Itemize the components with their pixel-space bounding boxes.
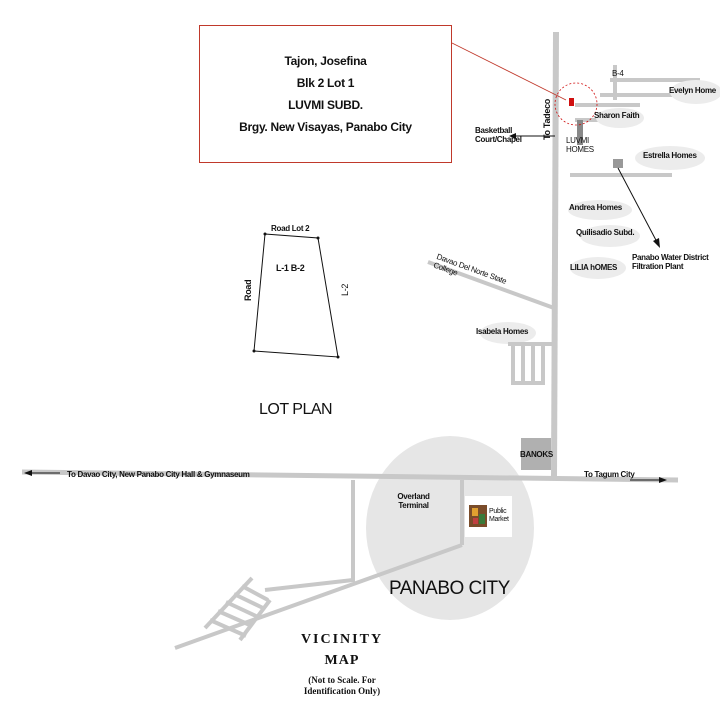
owner-block-lot: Blk 2 Lot 1 (296, 76, 355, 90)
label-isabela-homes: Isabela Homes (476, 327, 529, 336)
ladder-structure (203, 576, 272, 642)
label-quilisadio: Quilisadio Subd. (576, 228, 635, 237)
label-b4: B-4 (612, 69, 624, 78)
label-halos (480, 80, 720, 344)
label-luvmi-homes: LUVMI HOMES (566, 136, 594, 154)
college-road (427, 260, 555, 310)
lot-top-label: Road Lot 2 (271, 224, 310, 233)
label-to-tadeco: To Tadeco (542, 99, 552, 140)
water-district-arrow-head (653, 238, 660, 248)
label-sharon-faith: Sharon Faith (594, 111, 640, 120)
label-water-district: Panabo Water District Filtration Plant (632, 253, 709, 271)
leader-line (451, 42, 567, 101)
corner-4 (252, 349, 256, 353)
label-andrea-homes: Andrea Homes (569, 203, 622, 212)
lot-plan-title: LOT PLAN (259, 401, 333, 418)
label-overland-terminal: Overland Terminal (397, 492, 430, 510)
arrow-right-head (659, 477, 667, 483)
logo-part-2 (479, 514, 485, 524)
location-marker (569, 98, 574, 106)
vicinity-title: VICINITY (300, 632, 384, 647)
logo-part-1 (472, 508, 478, 516)
corner-2 (316, 236, 320, 240)
location-marker-circle (554, 82, 598, 126)
owner-name: Tajon, Josefina (284, 54, 367, 68)
logo-part-3 (473, 518, 478, 524)
main-ns-road (551, 31, 559, 479)
label-public-market: Public Market (489, 508, 509, 523)
label-estrella-homes: Estrella Homes (643, 151, 697, 160)
label-banoks: BANOKS (520, 450, 553, 459)
label-lilia-homes: LILIA hOMES (570, 263, 618, 272)
owner-info-box: Tajon, Josefina Blk 2 Lot 1 LUVMI SUBD. … (199, 25, 452, 163)
banoks-block (521, 438, 551, 470)
corner-1 (263, 232, 267, 236)
owner-address: Brgy. New Visayas, Panabo City (239, 120, 412, 134)
lot-number-label: L-1 B-2 (276, 263, 305, 273)
label-to-tagum: To Tagum City (584, 470, 635, 479)
arrow-left-head (24, 470, 32, 476)
label-panabo-city: PANABO CITY (389, 578, 510, 599)
label-basketball-court: Basketball Court/Chapel (475, 126, 522, 144)
water-district-arrow (617, 167, 659, 245)
corner-3 (336, 355, 340, 359)
highway-road (21, 469, 679, 483)
lot-left-label: Road (243, 279, 253, 301)
owner-subdivision: LUVMI SUBD. (288, 98, 363, 112)
luvmi-block (577, 120, 583, 145)
isabela-grid (508, 342, 554, 385)
basketball-arrow-head (509, 133, 516, 139)
vicinity-note: (Not to Scale. For Identification Only) (303, 675, 381, 697)
label-to-davao: To Davao City, New Panabo City Hall & Gy… (67, 470, 250, 479)
lot-plan-polygon (253, 233, 339, 358)
vicinity-subtitle: MAP (324, 653, 360, 668)
city-area (366, 436, 534, 620)
estrella-block (613, 159, 623, 168)
south-roads (174, 480, 464, 650)
lot-right-label: L-2 (340, 283, 350, 296)
label-evelyn-home: Evelyn Home (669, 86, 716, 95)
